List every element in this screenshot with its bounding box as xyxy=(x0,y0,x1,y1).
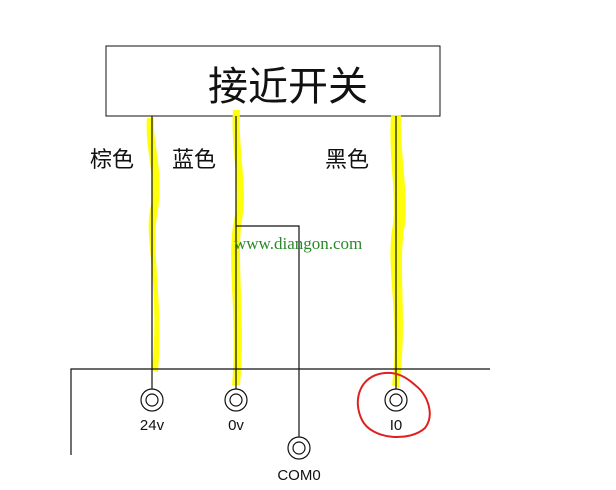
wire-label-black: 黑色 xyxy=(325,148,369,173)
terminal-label-i0: I0 xyxy=(390,417,403,434)
proximity-switch-box xyxy=(105,45,441,117)
wires xyxy=(70,116,490,455)
highlight-blue-wire xyxy=(231,110,244,385)
watermark: www.diangon.com xyxy=(234,234,362,253)
com-jumper-wire xyxy=(236,225,300,441)
terminals xyxy=(140,388,408,460)
wire-label-brown: 棕色 xyxy=(90,148,134,173)
wire-highlights xyxy=(146,110,406,388)
terminal-label-com0: COM0 xyxy=(277,467,320,484)
proximity-switch-title: 接近开关 xyxy=(208,64,368,110)
highlight-brown-wire xyxy=(146,118,160,372)
terminal-label-24v: 24v xyxy=(140,417,165,434)
plc-module-outline xyxy=(70,368,490,455)
terminal-label-0v: 0v xyxy=(228,417,244,434)
highlight-black-wire xyxy=(390,115,406,388)
annotation-circle-i0 xyxy=(356,371,431,439)
wire-label-blue: 蓝色 xyxy=(172,148,216,173)
